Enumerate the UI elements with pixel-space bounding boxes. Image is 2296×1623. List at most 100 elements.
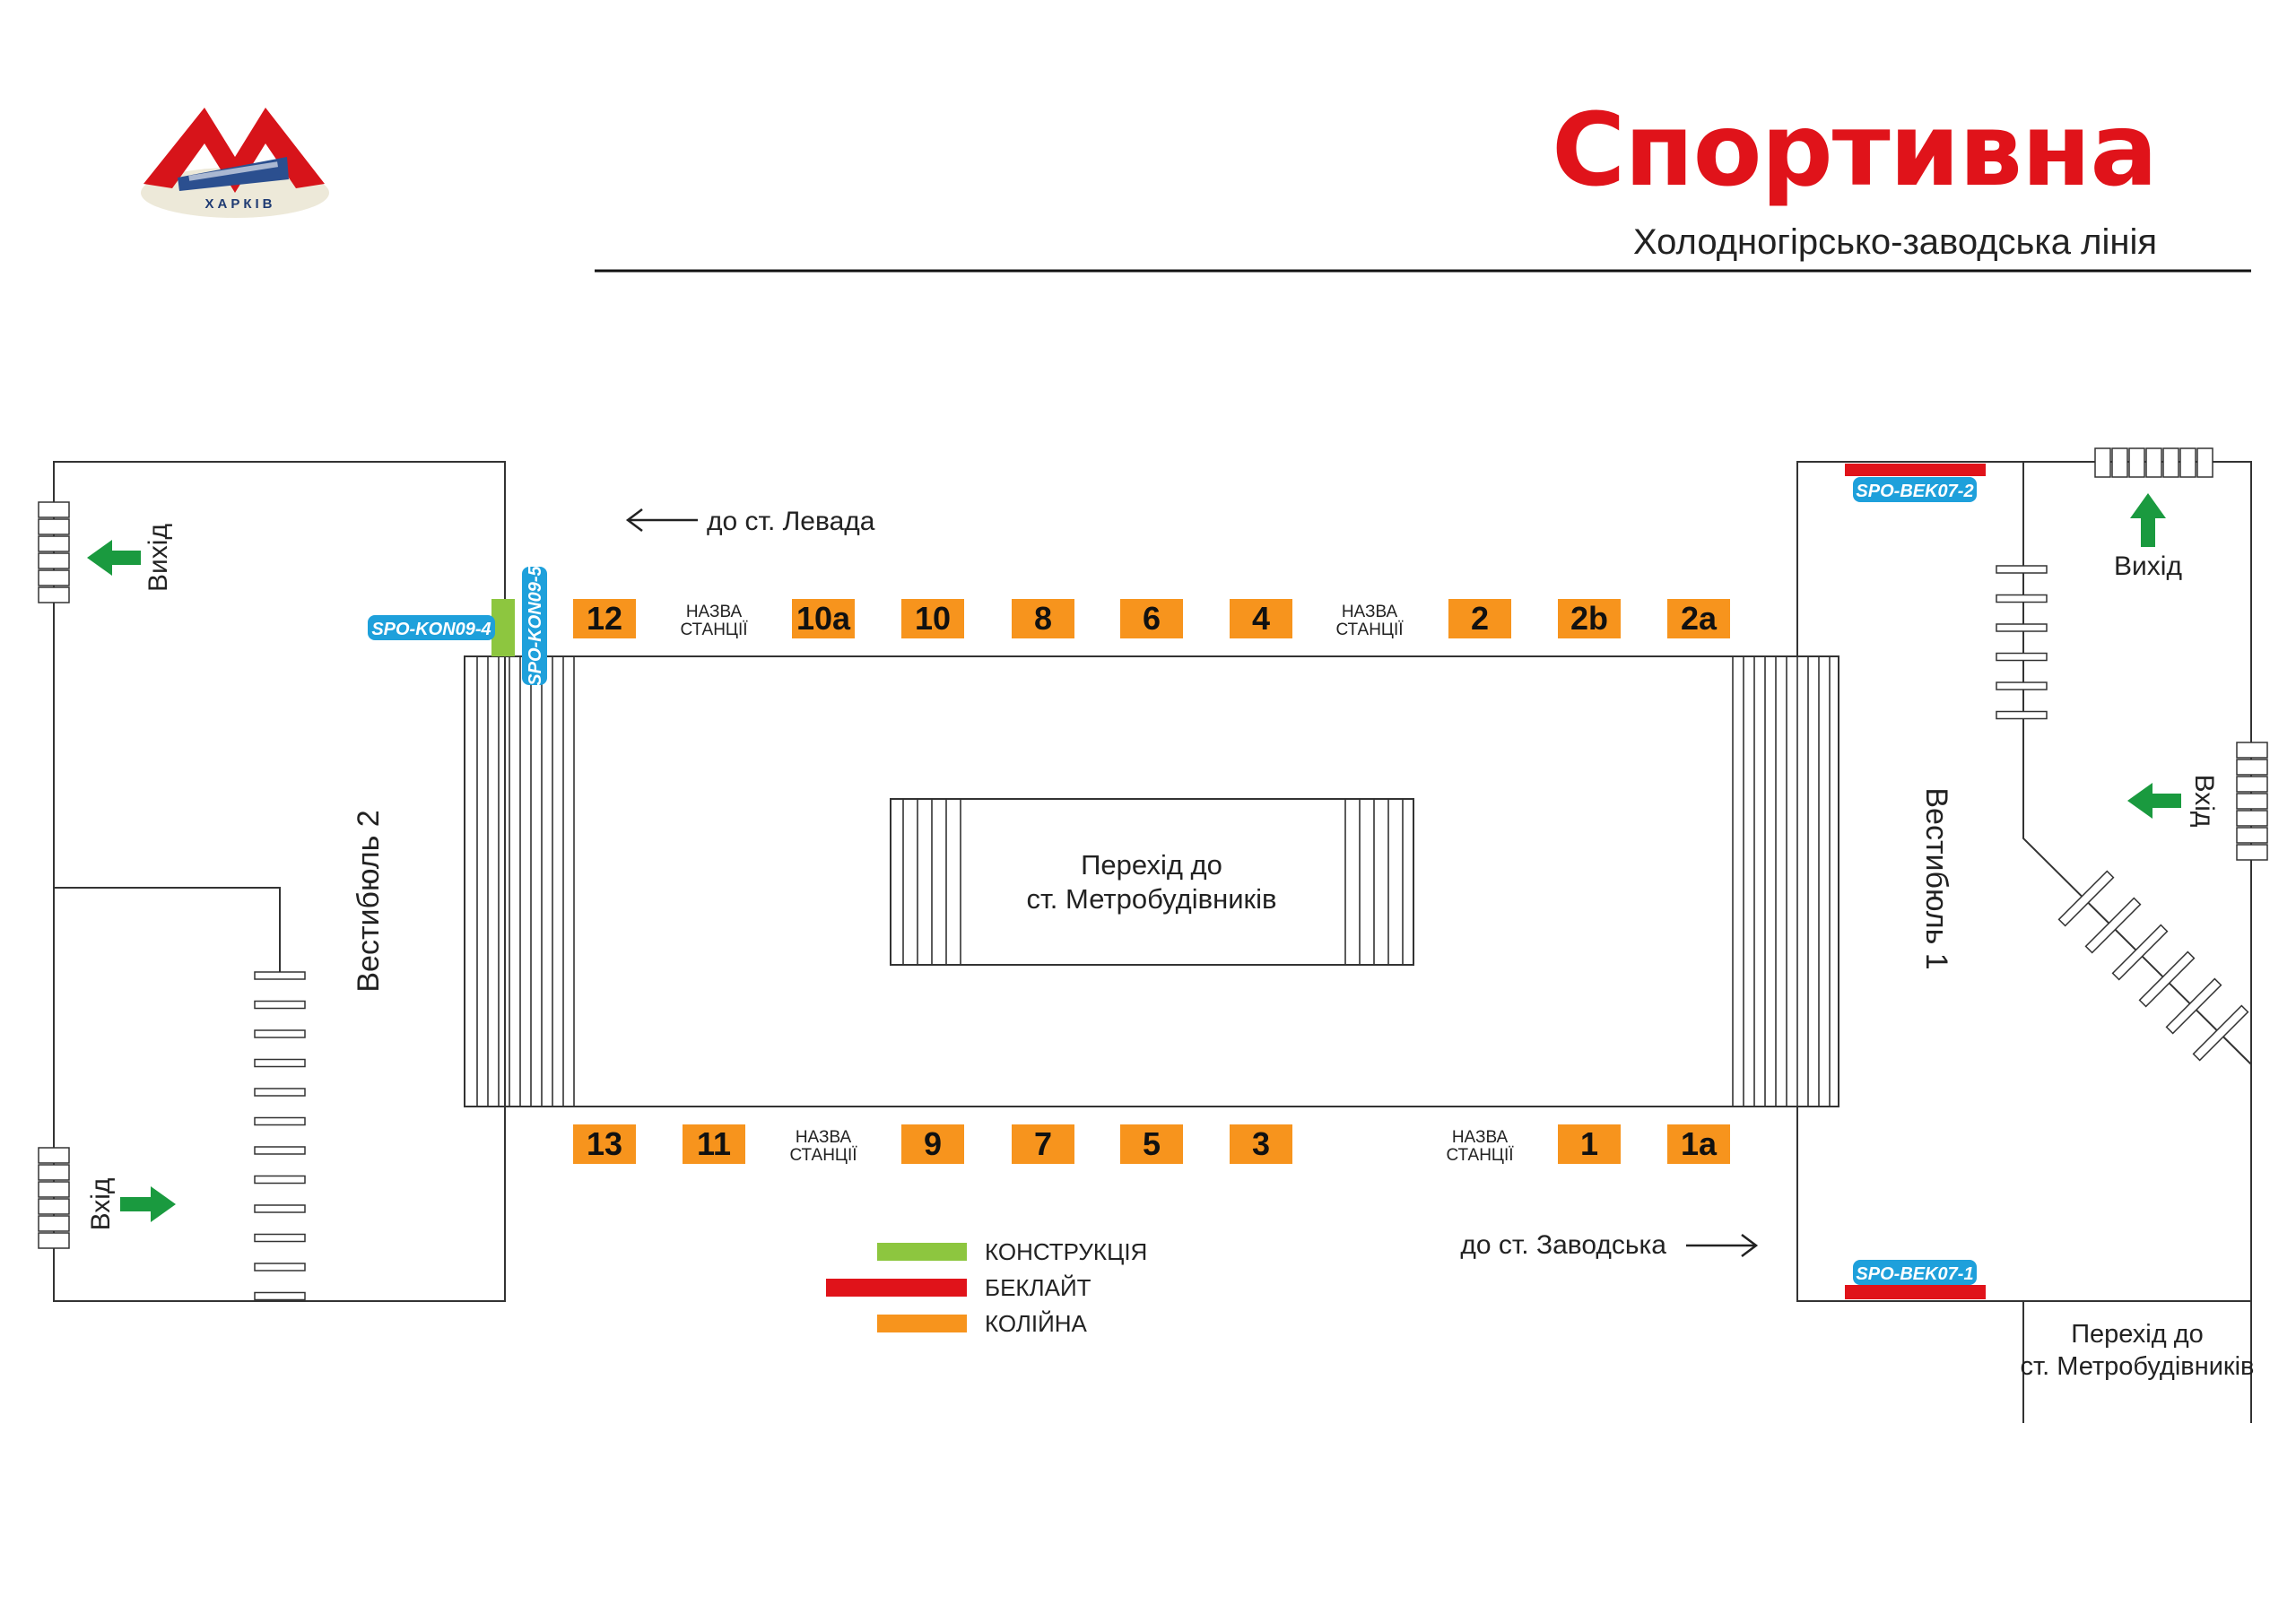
transfer-right-line2: ст. Метробудівників	[2021, 1352, 2255, 1381]
exit-arrow-left-top	[87, 540, 141, 576]
vestibule-1-stairs	[1996, 565, 2048, 720]
stair-bar	[2057, 870, 2115, 927]
gate-cell	[38, 518, 70, 535]
gate-cell	[2236, 742, 2268, 759]
svg-text:КОНСТРУКЦІЯ: КОНСТРУКЦІЯ	[985, 1238, 1147, 1265]
station-title: Спортивна	[1552, 92, 2158, 209]
svg-text:НАЗВА: НАЗВА	[686, 603, 743, 621]
placement-6: 6	[1120, 599, 1183, 638]
gate-cell	[2128, 447, 2145, 478]
stair-bar	[254, 1233, 306, 1243]
svg-text:3: 3	[1252, 1125, 1270, 1162]
platform-stairs-left	[476, 656, 575, 1107]
vestibule-1-outline	[1796, 461, 2252, 1423]
exit-arrow-right-top	[2130, 493, 2166, 547]
svg-text:2a: 2a	[1681, 600, 1718, 637]
legend-item-1: БЕКЛАЙТ	[826, 1274, 1091, 1301]
legend-item-0: КОНСТРУКЦІЯ	[877, 1238, 1147, 1265]
svg-text:SPO-BEK07-2: SPO-BEK07-2	[1856, 482, 1973, 501]
transfer-label-line2: ст. Метробудівників	[1027, 883, 1277, 915]
svg-text:SPO-BEK07-1: SPO-BEK07-1	[1856, 1264, 1973, 1284]
gate-cell	[2179, 447, 2196, 478]
svg-text:2b: 2b	[1570, 600, 1608, 637]
entrance-label-left: Вхід	[86, 1178, 116, 1231]
vestibule-2-label: Вестибюль 2	[352, 810, 386, 992]
logo-city: ХАРКІВ	[205, 196, 276, 212]
svg-text:НАЗВА: НАЗВА	[796, 1128, 852, 1147]
transfer-box	[890, 798, 1414, 966]
svg-text:11: 11	[697, 1125, 731, 1162]
svg-text:НАЗВА: НАЗВА	[1452, 1128, 1509, 1147]
code-badge-bek1: SPO-BEK07-1	[1853, 1260, 1977, 1285]
placement-2a: 2a	[1667, 599, 1730, 638]
gate-cell	[38, 501, 70, 518]
placement-8: 8	[1012, 599, 1074, 638]
code-badge-kon5: SPO-KON09-5	[522, 565, 547, 686]
entrance-arrow-left	[120, 1186, 176, 1222]
line-name: Холодногірсько-заводська лінія	[1632, 222, 2157, 262]
gate-cell	[38, 586, 70, 603]
placement-9: 9	[901, 1124, 964, 1164]
placement-1a: 1a	[1667, 1124, 1730, 1164]
station-sign-top-1: НАЗВА СТАНЦІЇ	[680, 603, 748, 639]
placement-12: 12	[573, 599, 636, 638]
entrance-label-right: Вхід	[2189, 775, 2219, 828]
placement-7: 7	[1012, 1124, 1074, 1164]
gate-cell	[38, 1181, 70, 1198]
svg-text:9: 9	[924, 1125, 942, 1162]
gate-cell	[2236, 827, 2268, 844]
stair-bar	[2165, 977, 2222, 1035]
placement-10: 10	[901, 599, 964, 638]
platform-outline	[464, 655, 1839, 1107]
exit-label-left-top: Вихід	[144, 524, 173, 592]
transfer-stairs	[902, 799, 1404, 965]
placement-2b: 2b	[1558, 599, 1621, 638]
gate-cell	[2094, 447, 2111, 478]
stair-bar	[254, 1000, 306, 1010]
svg-text:СТАНЦІЇ: СТАНЦІЇ	[789, 1146, 857, 1165]
svg-text:БЕКЛАЙТ: БЕКЛАЙТ	[985, 1274, 1091, 1301]
placement-13: 13	[573, 1124, 636, 1164]
stair-bar	[1996, 652, 2048, 662]
legend-item-2: КОЛІЙНА	[877, 1310, 1088, 1337]
svg-text:НАЗВА: НАЗВА	[1342, 603, 1398, 621]
gate-cell	[38, 1164, 70, 1181]
gate-cell	[2196, 447, 2213, 478]
direction-left-label: до ст. Левада	[707, 507, 875, 536]
svg-text:8: 8	[1034, 600, 1052, 637]
gate-cell	[38, 1232, 70, 1249]
svg-text:СТАНЦІЇ: СТАНЦІЇ	[1335, 621, 1404, 639]
svg-text:7: 7	[1034, 1125, 1052, 1162]
gate-cell	[2236, 810, 2268, 827]
stair-bar	[1996, 565, 2048, 574]
gate-cell	[2111, 447, 2128, 478]
vestibule-1-label: Вестибюль 1	[1919, 787, 1953, 969]
legend: КОНСТРУКЦІЯ БЕКЛАЙТ КОЛІЙНА	[826, 1238, 1147, 1337]
svg-text:SPO-KON09-5: SPO-KON09-5	[526, 565, 545, 685]
placement-10a: 10a	[792, 599, 855, 638]
svg-text:10a: 10a	[796, 600, 851, 637]
gate-cell	[38, 1215, 70, 1232]
station-sign-bottom-2: НАЗВА СТАНЦІЇ	[1446, 1128, 1514, 1165]
svg-text:КОЛІЙНА: КОЛІЙНА	[985, 1310, 1088, 1337]
stair-bar	[254, 1058, 306, 1068]
placement-11: 11	[683, 1124, 745, 1164]
vestibule-2-stairs	[254, 971, 306, 1301]
metro-logo: ХАРКІВ	[141, 108, 329, 218]
gate-cell	[2145, 447, 2162, 478]
gate-cell	[2236, 776, 2268, 793]
stair-bar	[2111, 924, 2169, 981]
svg-text:5: 5	[1143, 1125, 1161, 1162]
vestibule-2-outline	[53, 461, 506, 1302]
svg-text:10: 10	[915, 600, 951, 637]
backlight-bottom	[1845, 1285, 1986, 1299]
station-sign-bottom-1: НАЗВА СТАНЦІЇ	[789, 1128, 857, 1165]
gate-cell	[2236, 793, 2268, 810]
stair-bar	[1996, 594, 2048, 603]
direction-left: до ст. Левада	[625, 507, 875, 536]
construction-mark	[491, 599, 515, 656]
svg-text:2: 2	[1471, 600, 1489, 637]
